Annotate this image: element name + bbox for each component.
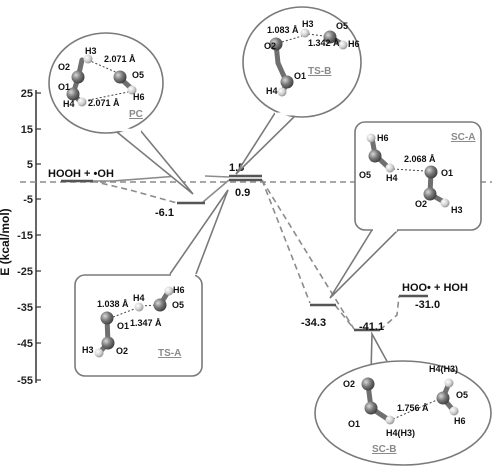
bubble-pc: H3 O2 O1 H4 O5 H6 2.071 Å 2.071 Å PC <box>48 32 194 195</box>
atom-label: O5 <box>359 170 371 180</box>
atom-label: O2 <box>58 62 70 72</box>
y-tick-label: -25 <box>17 266 33 278</box>
bubble-ts-b: O2 H3 O5 H6 O1 H4 1.083 Å 1.342 Å TS-B <box>235 6 362 175</box>
energy-levels <box>61 174 428 332</box>
energy-label-products: -31.0 <box>415 299 440 311</box>
atom-label: H3 <box>85 46 97 56</box>
distance-label: 2.071 Å <box>88 98 120 108</box>
y-axis-title: E (kcal/mol) <box>0 208 12 275</box>
products-label: HOO• + HOH <box>402 282 468 294</box>
distance-label: 2.068 Å <box>404 154 436 164</box>
atom-label: O2 <box>116 346 128 356</box>
atom-label: O1 <box>441 168 453 178</box>
reaction-paths <box>91 175 400 331</box>
energy-label-ts-a: 0.9 <box>235 187 250 199</box>
distance-label: 1.347 Å <box>130 318 162 328</box>
atom-label: H6 <box>377 133 389 143</box>
atom-label: O1 <box>348 419 360 429</box>
y-tick-label: -15 <box>17 230 33 242</box>
bubble-ts-a: H6 H4 O5 O1 H3 O2 1.038 Å 1.347 Å TS-A <box>74 189 229 377</box>
atom-label: O1 <box>117 321 129 331</box>
y-tick-label: -5 <box>23 194 33 206</box>
bubble-title-sc-b: SC-B <box>372 444 396 455</box>
energy-label-pc: -6.1 <box>155 207 174 219</box>
atom-label: H3 <box>82 345 94 355</box>
atom-label: O5 <box>132 70 144 80</box>
energy-label-sc-a: -34.3 <box>301 317 326 329</box>
atom-label: H6 <box>133 92 145 102</box>
atom-label: H4(H3) <box>386 428 415 438</box>
atom-label: H4 <box>63 99 75 109</box>
distance-label: 1.083 Å <box>267 25 299 35</box>
reactants-label: HOOH + •OH <box>48 168 114 180</box>
atom-label: O2 <box>264 41 276 51</box>
atom-label: O2 <box>415 199 427 209</box>
atom-label: O2 <box>343 379 355 389</box>
distance-label: 1.038 Å <box>97 299 129 309</box>
molecule-sc-a <box>366 133 450 208</box>
molecule-ts-a <box>94 286 174 358</box>
y-tick-label: -55 <box>17 375 33 387</box>
distance-label: 1.756 Å <box>397 403 429 413</box>
atom-label: H4 <box>386 173 398 183</box>
y-tick-label: 15 <box>21 124 33 136</box>
atom-label: O1 <box>58 82 70 92</box>
bubble-sc-b: O2 H4(H3) O5 O1 H4(H3) H6 1.756 Å SC-B <box>314 331 492 466</box>
y-axis-ticks <box>36 92 41 381</box>
atom-label: H3 <box>302 19 314 29</box>
y-tick-label: 5 <box>27 159 33 171</box>
bubble-title-ts-b: TS-B <box>308 66 331 77</box>
atom-label: O5 <box>172 300 184 310</box>
energy-label-sc-b: -41.1 <box>359 321 384 333</box>
bubble-title-pc: PC <box>129 109 143 120</box>
molecule-ts-b <box>269 28 348 97</box>
y-axis: 25 15 5 -5 -15 -25 -35 -45 -55 E (kcal/m… <box>0 88 41 387</box>
atom-label: H4 <box>266 86 278 96</box>
y-tick-label: -35 <box>17 302 33 314</box>
y-tick-label: -45 <box>17 338 33 350</box>
atom-label: H6 <box>454 416 466 426</box>
molecule-sc-b <box>361 377 459 425</box>
bubble-title-sc-a: SC-A <box>451 132 475 143</box>
y-tick-label: 25 <box>21 88 33 100</box>
atom-label: O5 <box>336 21 348 31</box>
energy-label-ts-b: 1.5 <box>229 162 244 174</box>
atom-label: H6 <box>173 285 185 295</box>
atom-label: H6 <box>348 39 360 49</box>
atom-label: O1 <box>294 71 306 81</box>
distance-label: 2.071 Å <box>104 54 136 64</box>
atom-label: H4 <box>133 293 145 303</box>
atom-label: H4(H3) <box>429 364 458 374</box>
atom-label: O5 <box>456 390 468 400</box>
bubble-title-ts-a: TS-A <box>158 348 181 359</box>
molecule-pc <box>66 54 137 107</box>
atom-label: H3 <box>451 205 463 215</box>
distance-label: 1.342 Å <box>308 38 340 48</box>
bubble-sc-a: H6 O5 H4 O1 O2 H3 2.068 Å SC-A <box>329 121 482 299</box>
